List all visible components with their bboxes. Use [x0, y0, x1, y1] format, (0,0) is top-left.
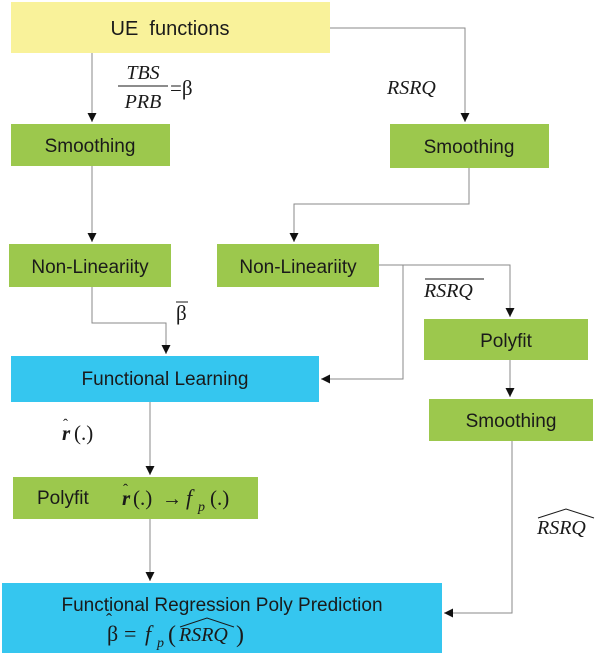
r-hat-edge-args: (.): [74, 421, 93, 445]
beta-hat-caret: ˆ: [106, 610, 112, 630]
r-hat-edge-caret: ˆ: [63, 417, 68, 433]
prediction-formula: β ˆ = f p ( RSRQ ): [106, 610, 244, 651]
smoothing-bottom-box: [429, 399, 593, 441]
nonlinearity-left-box: [9, 244, 171, 287]
p-subscript: p: [197, 500, 205, 515]
rsrq-edge-label: RSRQ: [386, 77, 436, 99]
functional-learning-box: [11, 356, 319, 402]
edge-smoothing-right-to-nonlinearity-right: [289, 168, 470, 242]
tbs-over-prb-label: TBS PRB =β: [118, 62, 193, 113]
f-symbol: f: [186, 485, 195, 510]
r-hat-caret: ˆ: [123, 482, 128, 498]
tbs-numerator: TBS: [126, 62, 159, 84]
f-args: (.): [210, 486, 229, 510]
rsrq-hat-in-formula-accent: [179, 617, 235, 628]
prb-denominator: PRB: [124, 91, 162, 113]
beta-bar-label: β: [176, 301, 188, 325]
smoothing-left-box: [11, 124, 170, 166]
smoothing-left-label: Smoothing: [45, 136, 136, 157]
rsrq-hat-edge-accent: [537, 508, 595, 519]
polyfit-left-label: Polyfit: [37, 488, 89, 509]
equals-sign: =: [124, 621, 136, 646]
rsrq-hat-edge-text: RSRQ: [536, 517, 586, 539]
functional-regression-box: [2, 583, 442, 653]
beta-bar-symbol: β: [176, 301, 187, 325]
smoothing-bottom-label: Smoothing: [466, 411, 557, 432]
edge-nonlinearity-right-to-polyfit: [379, 264, 515, 317]
r-hat-args: (.): [133, 486, 152, 510]
nonlinearity-right-label: Non-Lineariity: [239, 257, 357, 278]
f-p-symbol: f: [145, 621, 154, 646]
equals-beta: =β: [170, 76, 193, 100]
rsrq-bar-label: RSRQ: [423, 278, 484, 302]
edge-nonlinearity-left-to-functional-learning: [91, 287, 171, 354]
rsrq-bar-text: RSRQ: [423, 280, 473, 302]
nonlinearity-left-label: Non-Lineariity: [31, 257, 149, 278]
rsrq-hat-edge-label: RSRQ: [536, 508, 595, 539]
r-hat-edge-symbol: r: [62, 421, 71, 445]
smoothing-right-label: Smoothing: [424, 137, 515, 158]
polyfit-right-box: [424, 319, 588, 360]
polyfit-formula: Polyfit r ˆ (.) → f p (.): [37, 482, 229, 515]
edge-ue-to-smoothing-right: [330, 27, 470, 122]
functional-learning-label: Functional Learning: [82, 369, 249, 390]
open-paren: (: [168, 622, 176, 648]
close-paren: ): [236, 622, 244, 648]
smoothing-right-box: [390, 124, 549, 168]
functional-regression-label: Functional Regression Poly Prediction: [61, 595, 382, 616]
r-hat-symbol: r: [122, 486, 131, 510]
beta-hat-symbol: β: [107, 621, 118, 646]
ue-functions-box: [11, 2, 330, 53]
ue-functions-label: UE functions: [111, 18, 230, 40]
arrow-symbol: →: [162, 488, 182, 510]
r-hat-edge-label: r ˆ (.): [62, 417, 93, 445]
polyfit-left-box: [13, 477, 258, 519]
rsrq-hat-in-formula: RSRQ: [178, 624, 228, 646]
polyfit-right-label: Polyfit: [480, 331, 532, 352]
edge-smoothing-to-regression: [444, 441, 513, 618]
nonlinearity-right-box: [217, 244, 379, 287]
f-p-subscript: p: [156, 636, 164, 651]
